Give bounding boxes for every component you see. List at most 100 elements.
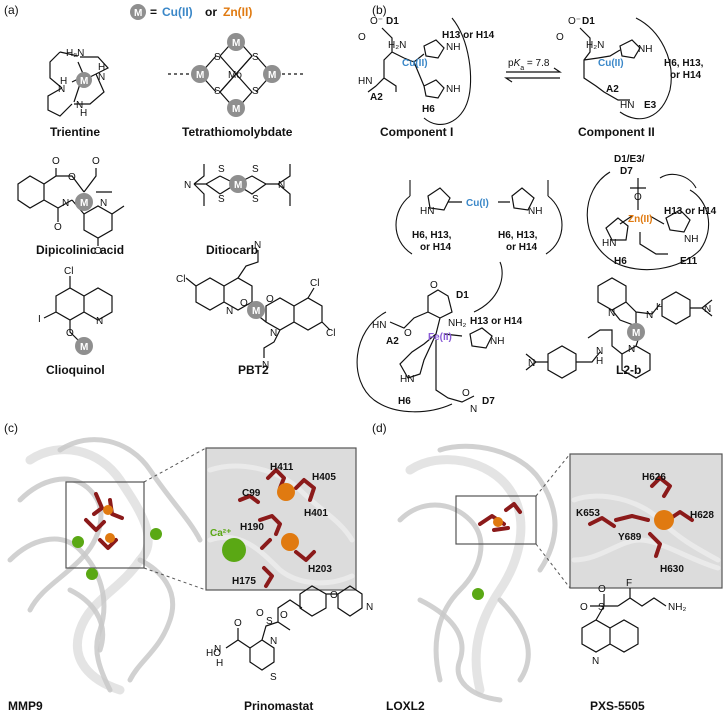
svg-text:H6: H6 (614, 256, 627, 267)
svg-text:NH₂: NH₂ (668, 602, 686, 613)
svg-text:Cl: Cl (326, 328, 335, 339)
trientine-h2n: H₂N (66, 48, 84, 59)
label-pxs5505: PXS-5505 (590, 699, 645, 713)
svg-text:N: N (100, 198, 107, 209)
svg-text:NH: NH (446, 84, 460, 95)
trientine-h2: H (60, 76, 67, 87)
svg-text:M: M (232, 38, 240, 49)
svg-text:H: H (216, 658, 223, 669)
inset-zn1 (277, 483, 295, 501)
mmp9-ca3 (86, 568, 98, 580)
loxl2-zoom-inset: H626 K653 H628 Y689 H630 (569, 453, 723, 589)
svg-text:HN: HN (358, 76, 372, 87)
svg-text:O: O (256, 608, 264, 619)
svg-text:H6, H13,: H6, H13, (412, 230, 452, 241)
svg-text:M: M (232, 104, 240, 115)
svg-text:M: M (632, 328, 640, 339)
res-c99: C99 (242, 488, 261, 499)
svg-text:NH: NH (528, 206, 542, 217)
legend-zn: Zn(II) (223, 5, 252, 19)
svg-text:NH: NH (638, 44, 652, 55)
metal-legend-symbol: M (134, 8, 142, 19)
svg-text:H₂N: H₂N (388, 40, 406, 51)
svg-text:S: S (266, 616, 273, 627)
trientine-metal: M (80, 76, 88, 87)
comp1-cu2: Cu(II) (402, 58, 428, 69)
res-h405: H405 (312, 472, 336, 483)
metal-legend: M = Cu(II) or Zn(II) (130, 4, 252, 20)
mmp9-zoom-inset: H411 H405 C99 H401 H190 H175 H203 Ca²⁺ (205, 447, 357, 591)
svg-text:D1: D1 (582, 16, 595, 27)
svg-text:or H14: or H14 (420, 242, 452, 253)
label-dipicolinic: Dipicolinic acid (36, 243, 124, 257)
mmp9-ca2 (150, 528, 162, 540)
svg-text:Cl: Cl (64, 266, 73, 277)
svg-text:H13 or H14: H13 or H14 (470, 316, 523, 327)
comp2-cu2: Cu(II) (598, 58, 624, 69)
label-prinomastat: Prinomastat (244, 699, 313, 713)
label-mmp9: MMP9 (8, 699, 43, 713)
svg-text:D1: D1 (456, 290, 469, 301)
svg-text:N: N (254, 240, 261, 251)
panel-label-a: (a) (4, 3, 19, 17)
svg-text:I: I (38, 314, 41, 325)
clioquinol-structure: M Cl I O N Clioquinol (38, 266, 113, 377)
res-h175: H175 (232, 576, 256, 587)
svg-text:H6, H13,: H6, H13, (498, 230, 538, 241)
trientine-h3: H (80, 108, 87, 119)
label-clioquinol: Clioquinol (46, 363, 105, 377)
fe2-site: D1 O HN A2 O NH₂ Fe(II) H13 or H14 NH HN… (356, 261, 523, 415)
panel-label-b: (b) (372, 3, 387, 17)
panel-label-d: (d) (372, 421, 387, 435)
inset-ca (222, 538, 246, 562)
svg-text:D1/E3/: D1/E3/ (614, 154, 645, 165)
svg-text:O: O (580, 602, 588, 613)
svg-text:Cl: Cl (310, 278, 319, 289)
label-pbt2: PBT2 (238, 363, 269, 377)
res-h628: H628 (690, 510, 714, 521)
panel-label-c: (c) (4, 421, 18, 435)
label-loxl2: LOXL2 (386, 699, 425, 713)
svg-text:HN: HN (372, 320, 386, 331)
svg-text:S: S (598, 602, 605, 613)
mmp9-zn1 (103, 505, 113, 515)
svg-text:N: N (608, 308, 615, 319)
res-h401: H401 (304, 508, 328, 519)
res-k653: K653 (576, 508, 600, 519)
svg-text:N: N (184, 180, 191, 191)
loxl2-ca (472, 588, 484, 600)
svg-text:O: O (634, 192, 642, 203)
res-h630: H630 (660, 564, 684, 575)
svg-text:H6: H6 (422, 104, 435, 115)
svg-text:D7: D7 (482, 396, 495, 407)
svg-text:E11: E11 (680, 256, 698, 267)
svg-text:O: O (280, 610, 288, 621)
svg-text:HN: HN (602, 238, 616, 249)
svg-text:S: S (252, 52, 259, 63)
svg-text:O: O (234, 618, 242, 629)
zn2-site: D1/E3/ D7 O Zn(II) H13 or H14 HN NH H6 E… (586, 154, 717, 271)
svg-text:HO: HO (206, 648, 221, 659)
ditiocarb-structure: M N N S S S S Ditiocarb (184, 164, 291, 257)
svg-text:S: S (214, 52, 221, 63)
svg-text:O: O (54, 222, 62, 233)
svg-text:Mo: Mo (228, 70, 242, 81)
l2b-structure: M N N H N N N H N L2-b (525, 277, 713, 379)
svg-text:H: H (656, 302, 663, 313)
svg-text:A2: A2 (606, 84, 619, 95)
metal-legend-circle (130, 4, 146, 20)
svg-text:O: O (52, 156, 60, 167)
loxl2-protein: LOXL2 (386, 443, 571, 713)
svg-text:Cl: Cl (176, 274, 185, 285)
legend-cu: Cu(II) (162, 5, 193, 19)
svg-text:N: N (270, 328, 277, 339)
svg-text:O⁻: O⁻ (568, 16, 581, 27)
label-component-1: Component I (380, 125, 453, 139)
component-1-structure: O⁻ O D1 H₂N Cu(II) HN A2 H13 or H14 NH N… (358, 16, 495, 139)
svg-text:N: N (704, 304, 711, 315)
comp1-d1: D1 (386, 16, 399, 27)
svg-text:O: O (462, 388, 470, 399)
svg-text:N: N (214, 644, 221, 655)
svg-text:A2: A2 (386, 336, 399, 347)
svg-text:S: S (214, 86, 221, 97)
